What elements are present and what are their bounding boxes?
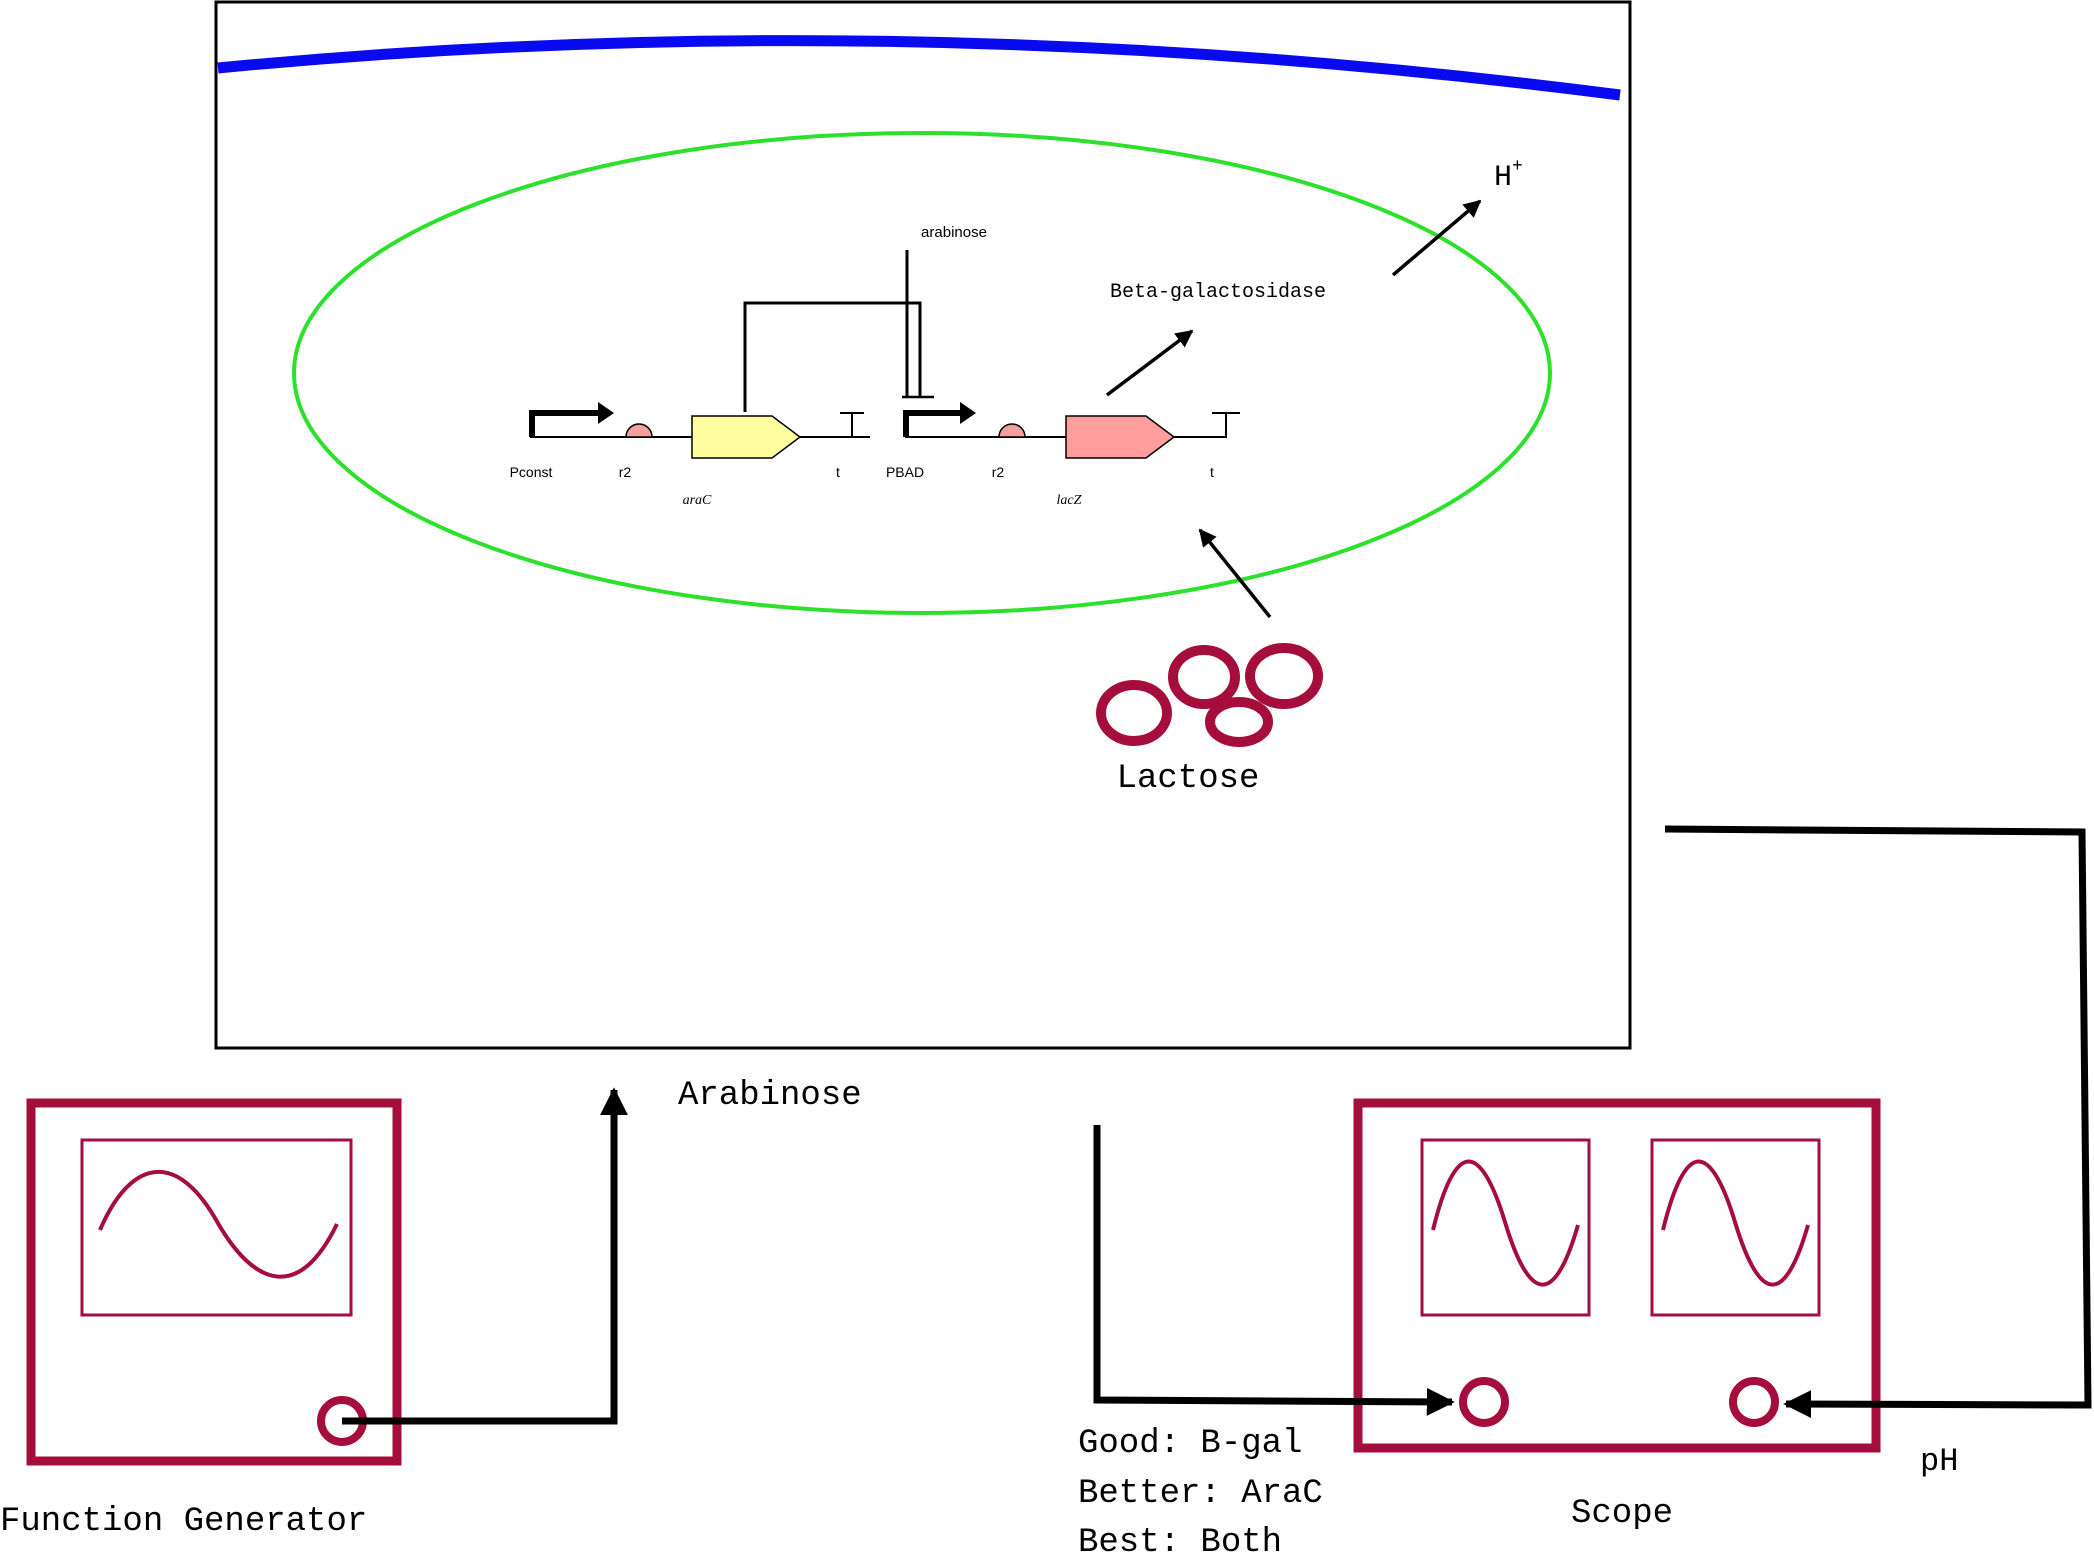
scope-wave-2-icon (1661, 1159, 1810, 1287)
lactose-molecule-icon (1096, 643, 1323, 747)
arabinose-inducer-label: arabinose (921, 224, 987, 241)
readout-options: Good: B-gal Better: AraC Best: Both (1078, 1425, 1323, 1553)
pbad-promoter-arrowhead (960, 402, 976, 424)
scope-body (1353, 1098, 1881, 1453)
lactose-label: Lactose (1117, 760, 1260, 798)
term2-label: t (1210, 464, 1214, 480)
scope-input-port-1-icon[interactable] (1459, 1377, 1509, 1427)
readout-option-good: Good: B-gal (1078, 1425, 1302, 1463)
readout-wire (1093, 1125, 1455, 1416)
proton-arrow (1391, 199, 1482, 277)
reactor-vessel (214, 0, 1632, 1050)
scope[interactable] (1353, 1098, 1881, 1453)
proton-symbol: H (1494, 161, 1512, 195)
product-label: Beta-galactosidase (1110, 281, 1326, 304)
pconst-label: Pconst (510, 464, 553, 480)
promoter-arrowhead (598, 402, 614, 424)
rbs1-label: r2 (619, 464, 632, 480)
rbs2-label: r2 (992, 464, 1005, 480)
function-generator-label: Function Generator (0, 1503, 367, 1541)
terminator-2-icon (1212, 412, 1240, 438)
genetic-circuit: Pconst r2 araC t PBAD r2 lacZ t arabinos… (510, 224, 1240, 508)
function-generator[interactable] (26, 1098, 402, 1466)
sine-wave-icon (98, 1169, 339, 1279)
scope-label: Scope (1571, 1495, 1673, 1533)
ph-probe-wire (1664, 825, 2092, 1419)
pbad-promoter-arrow-icon (903, 410, 972, 437)
scope-screen-2 (1650, 1138, 1821, 1317)
function-generator-body (26, 1098, 402, 1466)
lacz-gene-icon (1065, 415, 1176, 459)
function-generator-screen (80, 1138, 353, 1317)
product-arrow (1105, 329, 1194, 397)
terminator-icon (840, 412, 864, 437)
arac-regulation-line (743, 301, 922, 412)
proton-charge: + (1512, 157, 1523, 177)
ph-label: pH (1920, 1443, 1958, 1480)
scope-input-port-2-icon[interactable] (1729, 1377, 1779, 1427)
term1-label: t (836, 464, 840, 480)
membrane-line (217, 35, 1621, 101)
rbs-2-icon (998, 423, 1026, 438)
arabinose-input-label: Arabinose (678, 1077, 862, 1115)
reactor-frame (214, 0, 1632, 1050)
rbs-icon (625, 423, 653, 438)
cell-outline (292, 131, 1552, 615)
arabinose-input-wire (342, 1087, 628, 1425)
proton-label: H+ (1494, 157, 1523, 195)
promoter-arrow-icon (529, 410, 610, 437)
arac-gene-icon (691, 415, 802, 459)
readout-option-better: Better: AraC (1078, 1475, 1323, 1513)
lactose-uptake-arrow (1198, 528, 1272, 619)
readout-option-best: Best: Both (1078, 1524, 1282, 1553)
arac-label: araC (683, 493, 712, 508)
scope-wave-1-icon (1431, 1159, 1580, 1287)
pbad-label: PBAD (886, 464, 924, 480)
lacz-label: lacZ (1057, 493, 1082, 508)
scope-screen-1 (1420, 1138, 1591, 1317)
